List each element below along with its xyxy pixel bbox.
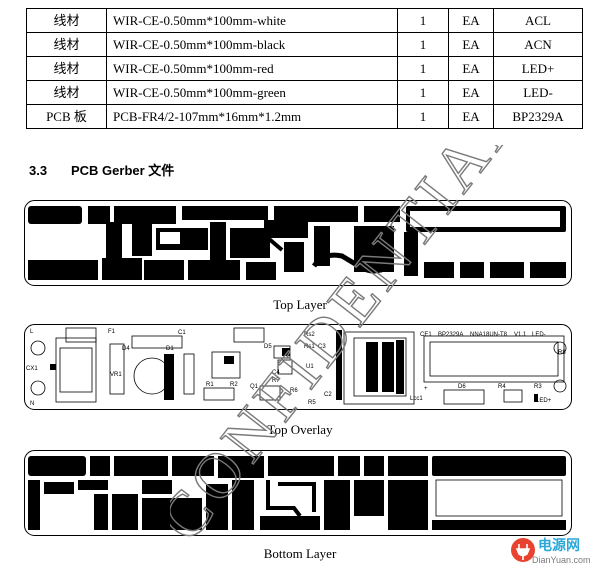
label-plus: + xyxy=(424,386,428,392)
bom-cell-spec: PCB-FR4/2-107mm*16mm*1.2mm xyxy=(106,104,398,129)
bom-cell-type: 线材 xyxy=(26,32,107,57)
label-c4: C4 xyxy=(272,370,280,376)
label-led-plus: LED+ xyxy=(536,398,552,404)
bom-cell-spec: WIR-CE-0.50mm*100mm-black xyxy=(106,32,398,57)
bom-cell-unit: EA xyxy=(448,32,494,57)
pcb-bottom-layer xyxy=(24,450,572,536)
label-r8: R8 xyxy=(558,350,566,356)
label-n: N xyxy=(30,401,34,407)
logo-url: DianYuan.com xyxy=(532,555,591,565)
label-ce1: CE1 xyxy=(420,332,432,338)
bom-cell-unit: EA xyxy=(448,104,494,129)
label-ver: V1.1 xyxy=(514,332,527,338)
label-c3: C3 xyxy=(318,344,326,350)
label-code: NNA18UN-T8 xyxy=(470,332,508,338)
bom-cell-note: LED- xyxy=(493,80,583,105)
label-c2: C2 xyxy=(324,392,332,398)
bom-cell-note: ACL xyxy=(493,8,583,33)
label-r5: R5 xyxy=(308,400,316,406)
label-rs1: Rs1 xyxy=(304,344,315,350)
pcb-top-layer xyxy=(24,200,572,286)
label-lcc1: Lcc1 xyxy=(410,396,423,402)
label-d6: D6 xyxy=(458,384,466,390)
dianyuan-logo: 电源网 DianYuan.com xyxy=(510,535,598,571)
caption-bottom-layer: Bottom Layer xyxy=(263,546,337,561)
plug-icon xyxy=(511,538,535,562)
bom-cell-note: BP2329A xyxy=(493,104,583,129)
label-u1: U1 xyxy=(306,364,314,370)
section-heading: 3.3 PCB Gerber 文件 xyxy=(29,160,174,179)
bom-cell-type: 线材 xyxy=(26,56,107,81)
label-r2: R2 xyxy=(230,382,238,388)
bom-cell-spec: WIR-CE-0.50mm*100mm-red xyxy=(106,56,398,81)
caption-top-overlay: Top Overlay xyxy=(267,422,333,437)
label-c1: C1 xyxy=(178,330,186,336)
pcb-top-overlay: L N CX1 F1 D4 VR1 D1 D3 C1 R1 R2 Q1 D5 R… xyxy=(24,324,572,410)
bom-cell-qty: 1 xyxy=(397,8,449,33)
label-cx1: CX1 xyxy=(26,366,38,372)
label-r4: R4 xyxy=(498,384,506,390)
caption-top-layer: Top Layer xyxy=(273,297,327,312)
bom-cell-type: PCB 板 xyxy=(26,104,107,129)
bom-cell-unit: EA xyxy=(448,80,494,105)
label-led-minus: LED- xyxy=(532,332,546,338)
bom-cell-unit: EA xyxy=(448,8,494,33)
label-l: L xyxy=(30,329,34,335)
label-d5: D5 xyxy=(264,344,272,350)
label-model: BP2329A xyxy=(438,332,463,338)
bom-cell-spec: WIR-CE-0.50mm*100mm-white xyxy=(106,8,398,33)
bom-cell-spec: WIR-CE-0.50mm*100mm-green xyxy=(106,80,398,105)
bom-cell-type: 线材 xyxy=(26,80,107,105)
bom-cell-qty: 1 xyxy=(397,32,449,57)
label-r1: R1 xyxy=(206,382,214,388)
label-d3: D3 xyxy=(166,372,174,378)
bom-cell-type: 线材 xyxy=(26,8,107,33)
label-f1: F1 xyxy=(108,329,116,335)
bom-cell-qty: 1 xyxy=(397,56,449,81)
label-r7: R7 xyxy=(272,378,280,384)
label-d1: D1 xyxy=(166,346,174,352)
section-title: PCB Gerber 文件 xyxy=(71,163,175,178)
bom-cell-note: ACN xyxy=(493,32,583,57)
label-q1: Q1 xyxy=(250,384,259,390)
bom-cell-unit: EA xyxy=(448,56,494,81)
label-vr1: VR1 xyxy=(110,372,122,378)
bom-cell-note: LED+ xyxy=(493,56,583,81)
label-d4: D4 xyxy=(122,346,130,352)
logo-text: 电源网 xyxy=(538,538,580,554)
label-r6: R6 xyxy=(290,388,298,394)
section-number: 3.3 xyxy=(29,163,48,178)
bom-cell-qty: 1 xyxy=(397,80,449,105)
bom-cell-qty: 1 xyxy=(397,104,449,129)
label-rs2: Rs2 xyxy=(304,332,315,338)
label-r3: R3 xyxy=(534,384,542,390)
